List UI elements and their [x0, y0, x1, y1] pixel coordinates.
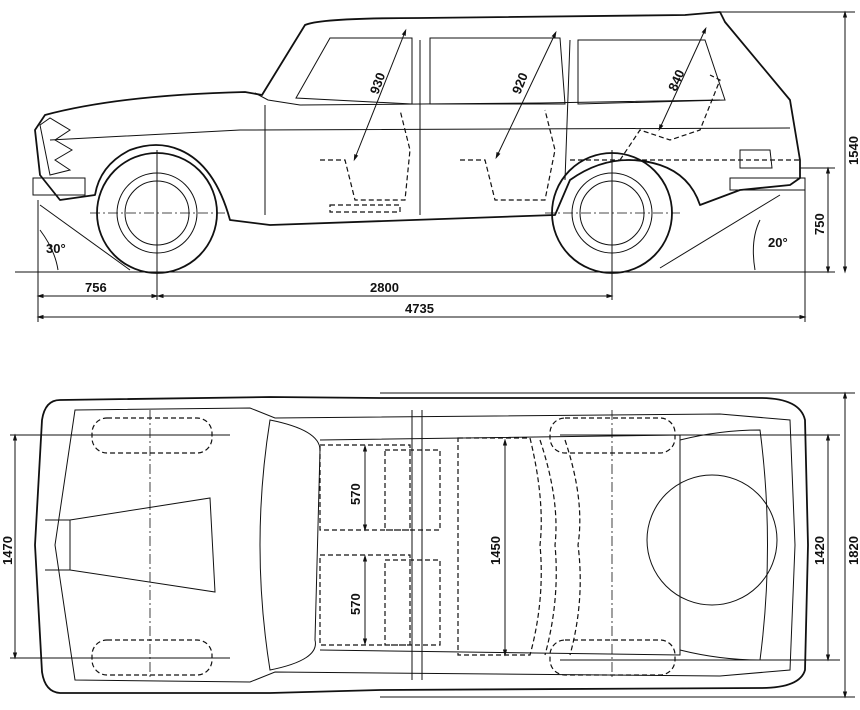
front-seat — [320, 109, 411, 213]
top-view: 1470 570 570 1450 1420 1820 — [0, 391, 860, 699]
b-pillar — [411, 410, 423, 680]
approach-angle-label: 30° — [46, 241, 66, 256]
rear-seat-width-label: 1450 — [488, 536, 503, 565]
middle-window — [429, 37, 566, 105]
top-body-inner — [54, 407, 796, 683]
bumper-height-label: 750 — [812, 213, 827, 235]
front-right-seat — [319, 554, 441, 646]
overall-width-label: 1820 — [846, 536, 860, 565]
rear-track-label: 1420 — [812, 536, 827, 565]
side-body-outline — [34, 11, 801, 226]
wheelbase-label: 2800 — [370, 280, 399, 295]
top-body-outline — [34, 396, 809, 694]
overall-height-label: 1540 — [846, 136, 860, 165]
rear-seat — [570, 74, 800, 161]
departure-angle-arc — [752, 219, 761, 271]
side-view: 930 920 840 1540 750 30° 20° 756 2800 47… — [15, 10, 860, 322]
front-seat-width-left-label: 570 — [348, 483, 363, 505]
front-overhang-label: 756 — [85, 280, 107, 295]
rear-seat-height-label: 840 — [665, 67, 688, 93]
top-wheels — [91, 417, 676, 676]
tail-light — [739, 149, 773, 169]
front-bumper — [32, 177, 86, 196]
spare-tire — [646, 474, 778, 606]
windshield — [259, 419, 321, 671]
hood — [45, 497, 216, 593]
body-crease — [49, 127, 791, 141]
front-grille — [39, 117, 73, 176]
front-seat-width-right-label: 570 — [348, 593, 363, 615]
rear-bumper — [729, 177, 806, 191]
front-seat-height-label: 930 — [367, 71, 389, 97]
overall-length-label: 4735 — [405, 301, 434, 316]
door-lines — [264, 39, 571, 215]
front-track-label: 1470 — [0, 536, 15, 565]
middle-seat — [460, 109, 556, 201]
departure-angle-label: 20° — [768, 235, 788, 250]
rear-glass — [679, 429, 768, 661]
approach-angle-arc — [39, 229, 59, 271]
front-window — [295, 37, 413, 105]
front-left-seat — [319, 444, 441, 531]
rear-window — [577, 39, 726, 105]
rear-bench-seat — [457, 437, 581, 656]
